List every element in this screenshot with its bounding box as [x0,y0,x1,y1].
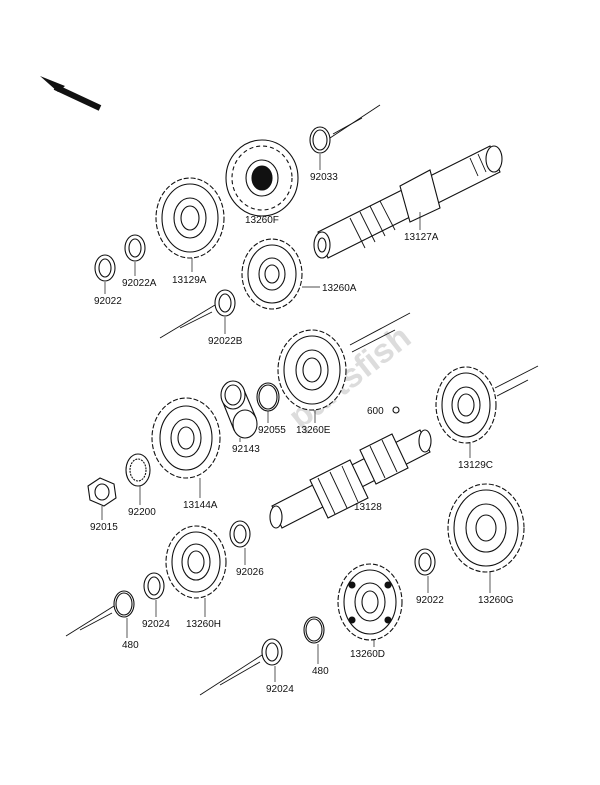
label-13128: 13128 [354,502,382,513]
part-600-ball [392,406,400,414]
part-13128-drive-shaft [269,429,432,529]
part-92055-oring [256,382,280,412]
part-92026-washer [229,520,251,548]
part-13127A-output-shaft [313,145,503,259]
label-92024-bottom: 92024 [266,684,294,695]
label-92026: 92026 [236,567,264,578]
label-600: 600 [367,406,384,417]
label-13144A: 13144A [183,500,218,511]
part-480-circlip-mid [303,616,325,644]
part-13260A-gear [241,238,303,310]
label-13260G: 13260G [478,595,514,606]
part-13260D-gear [337,563,403,641]
part-13260F-gear [225,139,299,217]
label-92015: 92015 [90,522,118,533]
part-92022A-washer [124,234,146,262]
label-13129A: 13129A [172,275,207,286]
label-13127A: 13127A [404,232,439,243]
label-13129C: 13129C [458,460,493,471]
part-480-circlip-left [113,590,135,618]
part-92022-washer-top [94,254,116,282]
part-13260H-gear [165,525,227,599]
label-480-left: 480 [122,640,139,651]
part-92024-washer-left [143,572,165,600]
label-92024-left: 92024 [142,619,170,630]
part-13129C-gear [435,366,497,444]
label-92143: 92143 [232,444,260,455]
part-92143-collar [220,380,258,439]
label-92022A: 92022A [122,278,157,289]
part-13144A-sprocket-gear [151,397,221,479]
label-480-mid: 480 [312,666,329,677]
label-13260F: 13260F [245,215,279,226]
part-92024-washer-bottom [261,638,283,666]
label-92033: 92033 [310,172,338,183]
front-arrow-icon [40,76,102,111]
label-92200: 92200 [128,507,156,518]
part-92033-circlip [309,126,331,154]
label-13260H: 13260H [186,619,221,630]
label-92022B: 92022B [208,336,243,347]
label-92022-right: 92022 [416,595,444,606]
label-92055: 92055 [258,425,286,436]
part-92022-washer-right [414,548,436,576]
label-92022-top: 92022 [94,296,122,307]
part-13260E-gear [277,329,347,411]
label-13260D: 13260D [350,649,385,660]
part-92200-washer [125,453,151,487]
label-13260A: 13260A [322,283,357,294]
label-13260E: 13260E [296,425,331,436]
part-13129A-gear [155,177,225,259]
part-92022B-washer [214,289,236,317]
part-92015-nut [87,477,117,507]
part-13260G-gear [447,483,525,573]
